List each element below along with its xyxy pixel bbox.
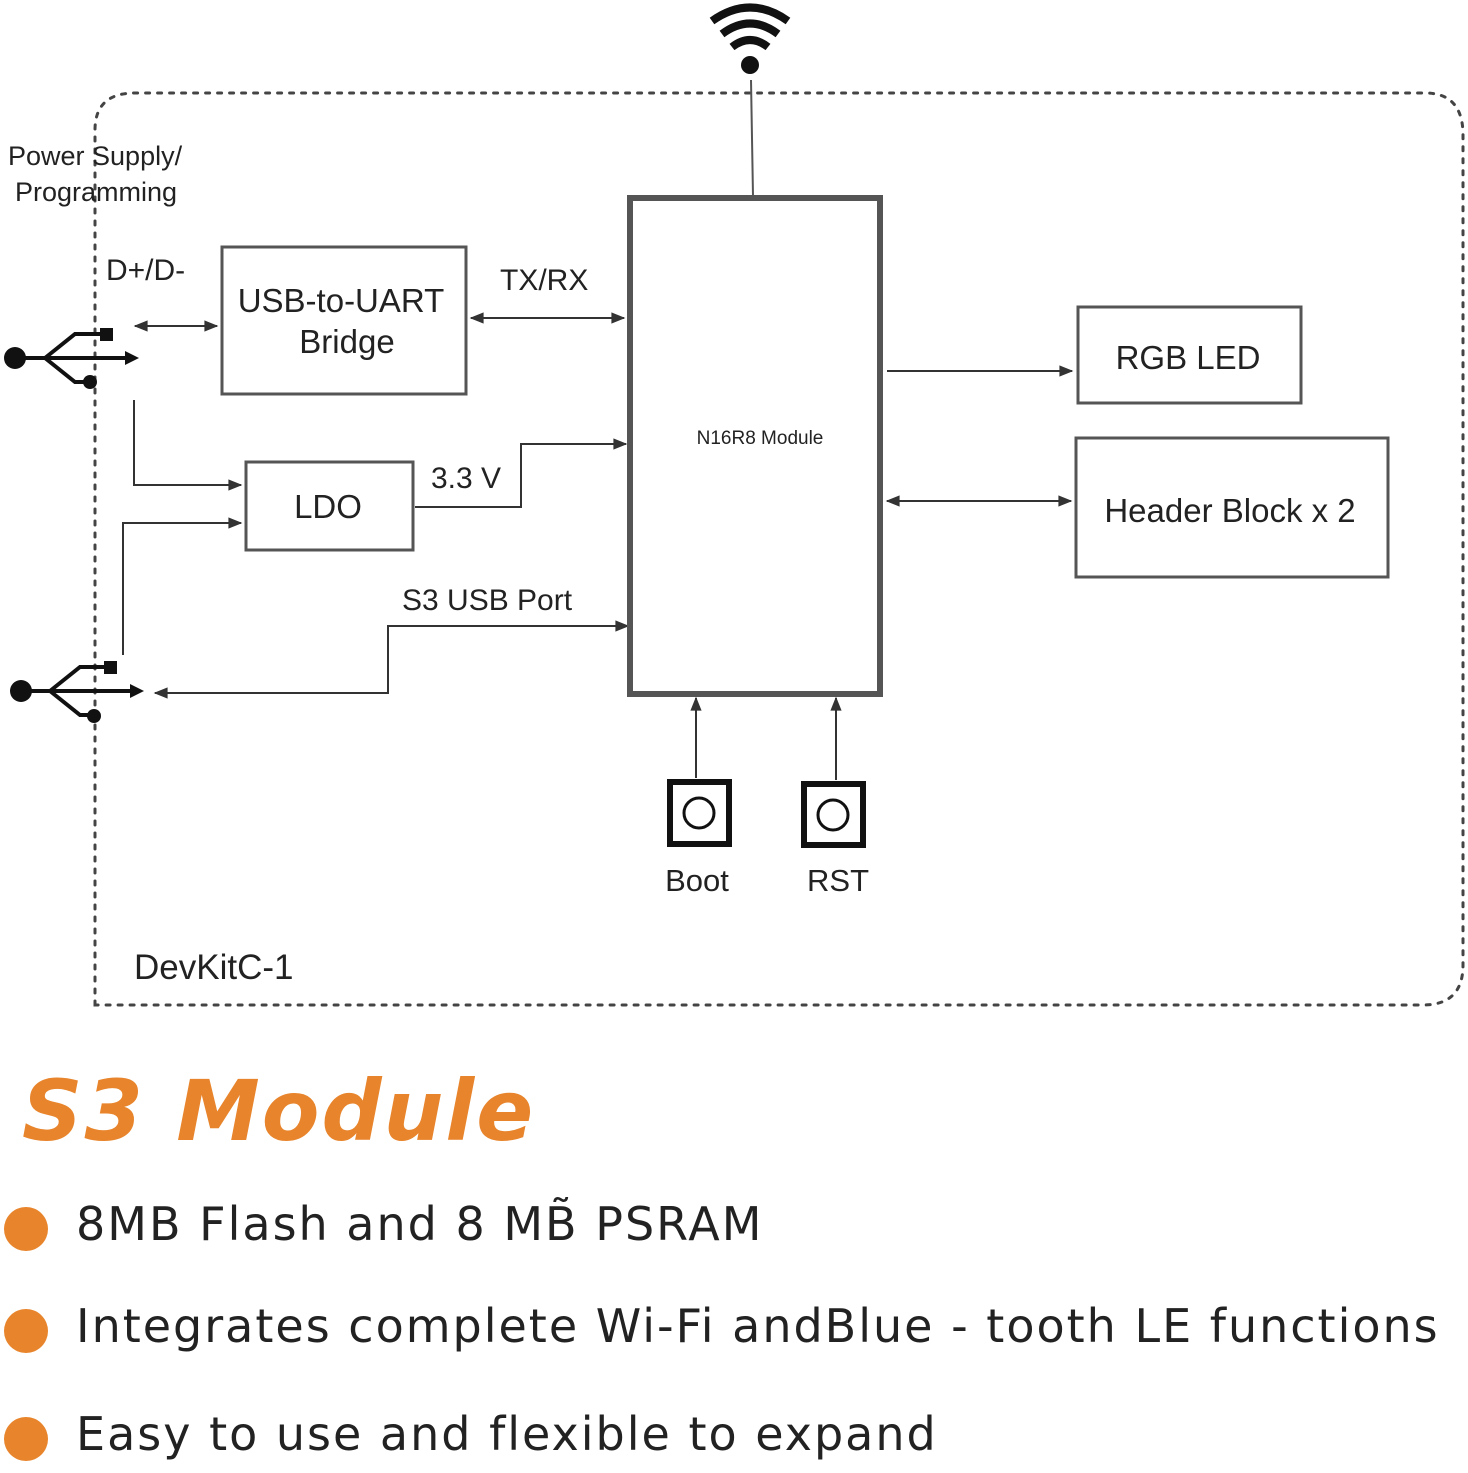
s3-usb-port-label: S3 USB Port [402,584,573,617]
usb1-to-ldo-line [133,400,243,491]
feature-text: Integrates complete Wi-Fi andBlue - toot… [76,1299,1440,1353]
power-supply-label: Power Supply/ [8,141,183,171]
bullet-icon [4,1207,48,1251]
board-outline [93,91,1465,1007]
antenna-line [750,79,754,197]
programming-label-text: Programming [15,177,177,207]
ldo-label: LDO [294,488,362,525]
usb-icon [4,328,139,389]
bridge-label: Bridge [299,323,394,360]
dplus-dminus-label: D+/D- [106,254,185,287]
feature-text: 8MB Flash and 8 MB̃ PSRAM [76,1197,764,1251]
bullet-icon [4,1309,48,1353]
usb-icon [10,661,144,723]
header-block-label: Header Block x 2 [1104,492,1355,529]
ldo-box [244,460,415,552]
rgb-led-label: RGB LED [1116,339,1261,376]
rst-label: RST [807,863,869,898]
feature-text: Easy to use and flexible to expand [76,1407,938,1461]
usb-to-uart-bridge-box [220,245,468,396]
bullet-icon [4,1417,48,1461]
boot-label: Boot [665,863,729,898]
feature-item: Easy to use and flexible to expand [0,1404,1460,1464]
header-block-box [1074,436,1390,579]
usb2-to-ldo-line [122,517,243,655]
voltage-line [415,438,628,508]
usb-to-uart-label: USB-to-UART [238,282,445,319]
s3-usb-port-line [153,620,630,699]
feature-item: 8MB Flash and 8 MB̃ PSRAM [0,1194,1460,1254]
feature-item: Integrates complete Wi-Fi andBlue - toot… [0,1296,1460,1356]
n16r8-module-box [627,195,883,697]
txrx-label: TX/RX [500,264,588,297]
rgb-led-box [1076,305,1303,405]
wifi-icon [709,3,791,74]
button-icon [801,781,866,848]
board-label: DevKitC-1 [134,948,293,987]
page-title: S3 Module [22,1062,536,1160]
voltage-label: 3.3 V [431,462,501,495]
button-icon [667,779,732,847]
module-label: N16R8 Module [697,428,824,449]
